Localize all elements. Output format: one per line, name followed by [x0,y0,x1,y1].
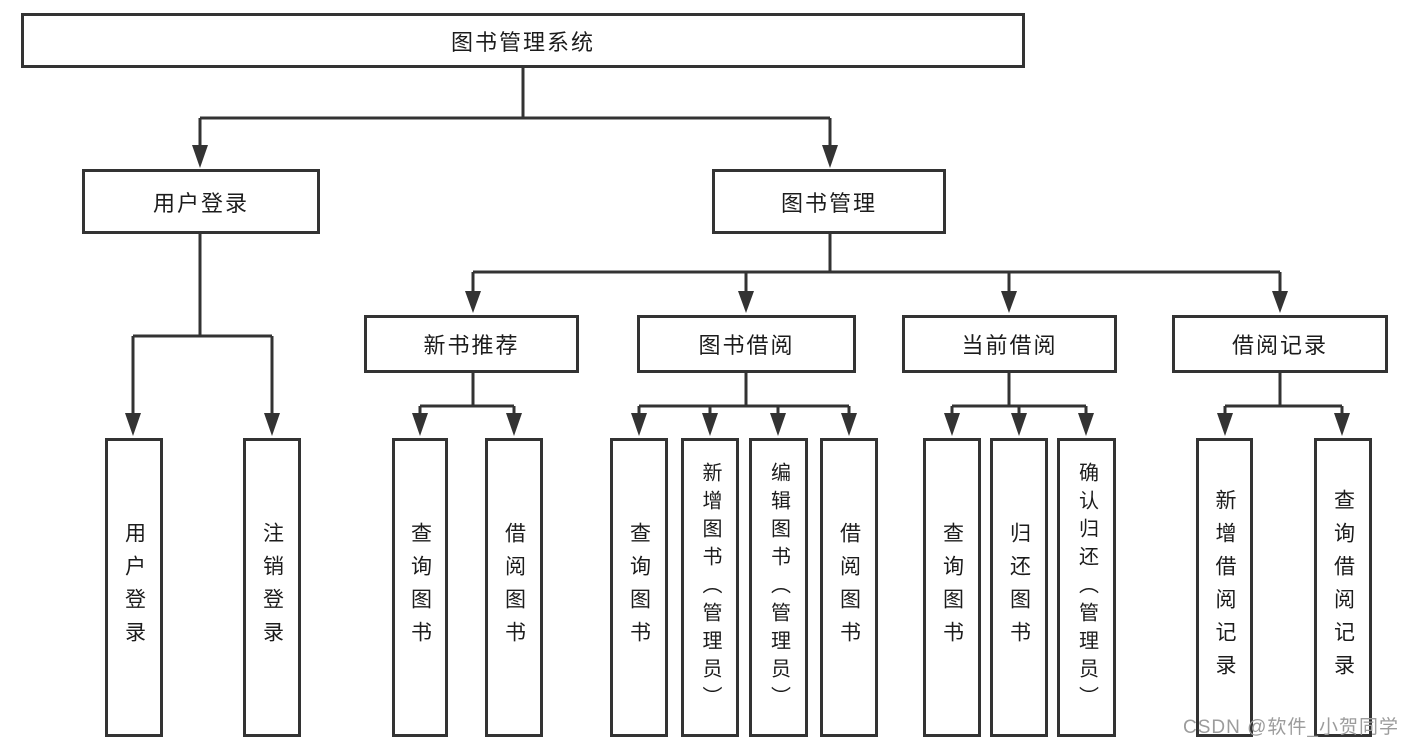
leaf-add-books-admin: 新增图书（管理员） [681,438,739,737]
leaf-user-login: 用户登录 [105,438,163,737]
leaf-query-books-recommend: 查询图书 [392,438,448,737]
leaf-borrow-books: 借阅图书 [820,438,878,737]
leaf-query-borrow-record-label: 查询借阅记录 [1331,488,1355,687]
node-library-management-system: 图书管理系统 [21,13,1025,68]
leaf-edit-books-admin-label: 编辑图书（管理员） [767,461,790,714]
leaf-confirm-return-admin: 确认归还（管理员） [1057,438,1116,737]
leaf-query-borrow-record: 查询借阅记录 [1314,438,1372,737]
leaf-user-login-label: 用户登录 [122,521,146,654]
node-book-borrowing: 图书借阅 [637,315,856,373]
node-book-management: 图书管理 [712,169,946,234]
leaf-query-books-borrow-label: 查询图书 [627,521,651,654]
leaf-borrow-books-recommend-label: 借阅图书 [502,521,526,654]
leaf-return-books: 归还图书 [990,438,1048,737]
node-new-book-recommendation: 新书推荐 [364,315,579,373]
leaf-confirm-return-admin-label: 确认归还（管理员） [1075,461,1098,714]
leaf-query-books-recommend-label: 查询图书 [408,521,432,654]
watermark: CSDN @软件_小贺同学 [1183,717,1399,738]
leaf-borrow-books-recommend: 借阅图书 [485,438,543,737]
leaf-edit-books-admin: 编辑图书（管理员） [749,438,808,737]
node-user-login: 用户登录 [82,169,320,234]
leaf-query-books-current: 查询图书 [923,438,981,737]
leaf-add-borrow-record-label: 新增借阅记录 [1213,488,1236,687]
node-current-borrowing: 当前借阅 [902,315,1117,373]
leaf-logout: 注销登录 [243,438,301,737]
node-borrowing-records: 借阅记录 [1172,315,1388,373]
leaf-add-books-admin-label: 新增图书（管理员） [699,461,721,714]
leaf-query-books-current-label: 查询图书 [940,521,964,654]
leaf-query-books-borrow: 查询图书 [610,438,668,737]
leaf-add-borrow-record: 新增借阅记录 [1196,438,1253,737]
leaf-borrow-books-label: 借阅图书 [837,521,861,654]
leaf-logout-label: 注销登录 [260,521,284,654]
leaf-return-books-label: 归还图书 [1007,521,1031,654]
